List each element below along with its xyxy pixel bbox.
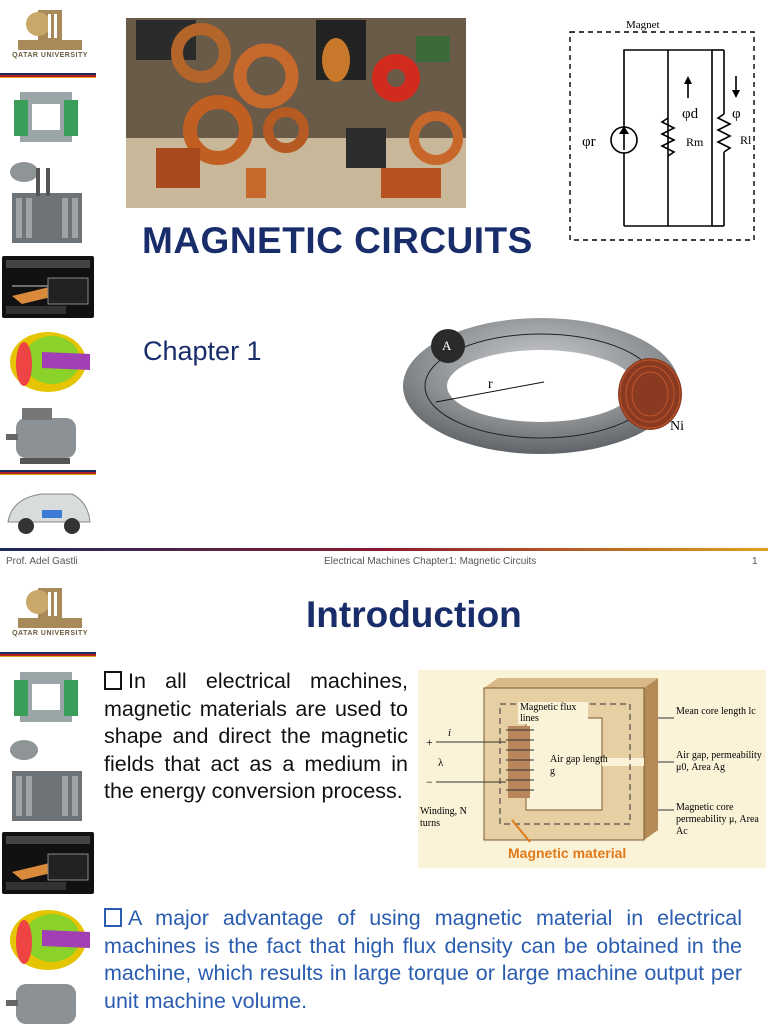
footer-page-number: 1 — [752, 556, 758, 567]
footer-divider — [0, 548, 768, 551]
footer-course: Electrical Machines Chapter1: Magnetic C… — [324, 556, 537, 567]
sidebar-stripe — [0, 73, 96, 78]
phi-r-label: φr — [582, 134, 596, 150]
mean-core-length-label: Mean core length lc — [676, 706, 756, 717]
flux-lines-label: Magnetic flux lines — [518, 702, 588, 724]
power-transformer-thumbnail — [2, 158, 94, 250]
sidebar: QATAR UNIVERSITY — [0, 572, 96, 1024]
magnet-equivalent-circuit: Magnet φr φd φ Rm Rl — [569, 19, 755, 241]
slide-title: MAGNETIC CIRCUITS — [142, 220, 533, 261]
sidebar-stripe — [0, 470, 96, 475]
phi-d-label: φd — [682, 106, 699, 122]
airgap-permeability-label: Air gap, permeability μ0, Area Ag — [676, 750, 762, 773]
slide-1: QATAR UNIVERSITY — [0, 0, 755, 548]
magnetic-material-label: Magnetic material — [508, 845, 626, 861]
radius-label: r — [488, 377, 493, 392]
chapter-label: Chapter 1 — [143, 336, 262, 366]
bullet-1-text: In all electrical machines, magnetic mat… — [104, 669, 408, 803]
slide-2: QATAR UNIVERSITY — [0, 572, 768, 1024]
sidebar: QATAR UNIVERSITY — [0, 0, 96, 548]
rl-label: Rl — [740, 133, 752, 147]
checkbox-bullet-icon — [104, 908, 122, 927]
ni-label: Ni — [670, 419, 684, 434]
magnetic-field-diagram-thumbnail — [2, 256, 94, 318]
checkbox-bullet-icon — [104, 671, 122, 690]
area-label: A — [442, 338, 452, 353]
airgap-length-label: Air gap length g — [550, 754, 608, 777]
power-transformer-thumbnail — [2, 736, 94, 828]
phi-label: φ — [732, 106, 741, 122]
qatar-university-logo: QATAR UNIVERSITY — [8, 6, 92, 64]
lambda-label: λ — [438, 757, 444, 769]
motor-cutaway-thumbnail — [2, 324, 94, 396]
rm-label: Rm — [686, 135, 704, 149]
circuit-title: Magnet — [626, 19, 660, 31]
core-permeability-label: Magnetic core permeability μ, Area Ac — [676, 802, 759, 837]
bullet-2-text: A major advantage of using magnetic mate… — [104, 906, 742, 1013]
torus-core-diagram: A r Ni — [403, 318, 684, 454]
bullet-2: A major advantage of using magnetic mate… — [104, 905, 742, 1015]
motor-cutaway-thumbnail — [2, 902, 94, 974]
electric-motor-thumbnail — [2, 400, 94, 472]
plus-terminal-label: + — [426, 735, 433, 749]
logo-english-text: QATAR UNIVERSITY — [12, 52, 88, 59]
footer-author: Prof. Adel Gastli — [6, 556, 78, 567]
winding-label: Winding, N turns — [420, 806, 467, 829]
sidebar-stripe — [0, 652, 96, 657]
transformer-core-thumbnail — [2, 662, 94, 732]
current-label: i — [448, 727, 451, 739]
transformer-core-thumbnail — [2, 82, 94, 152]
slide-footer: Prof. Adel Gastli Electrical Machines Ch… — [0, 551, 768, 571]
magnetic-core-figure: i + − λ Magnetic flux lines Air gap leng… — [418, 670, 766, 868]
slide-title: Introduction — [306, 594, 522, 635]
minus-terminal-label: − — [426, 775, 433, 789]
qatar-university-logo: QATAR UNIVERSITY — [8, 584, 92, 642]
electric-motor-thumbnail — [2, 976, 94, 1024]
magnetic-field-diagram-thumbnail — [2, 832, 94, 894]
bullet-1: In all electrical machines, magnetic mat… — [104, 668, 408, 806]
logo-english-text: QATAR UNIVERSITY — [12, 630, 88, 637]
electric-car-thumbnail — [2, 476, 94, 544]
inductors-coils-photo — [126, 18, 466, 208]
